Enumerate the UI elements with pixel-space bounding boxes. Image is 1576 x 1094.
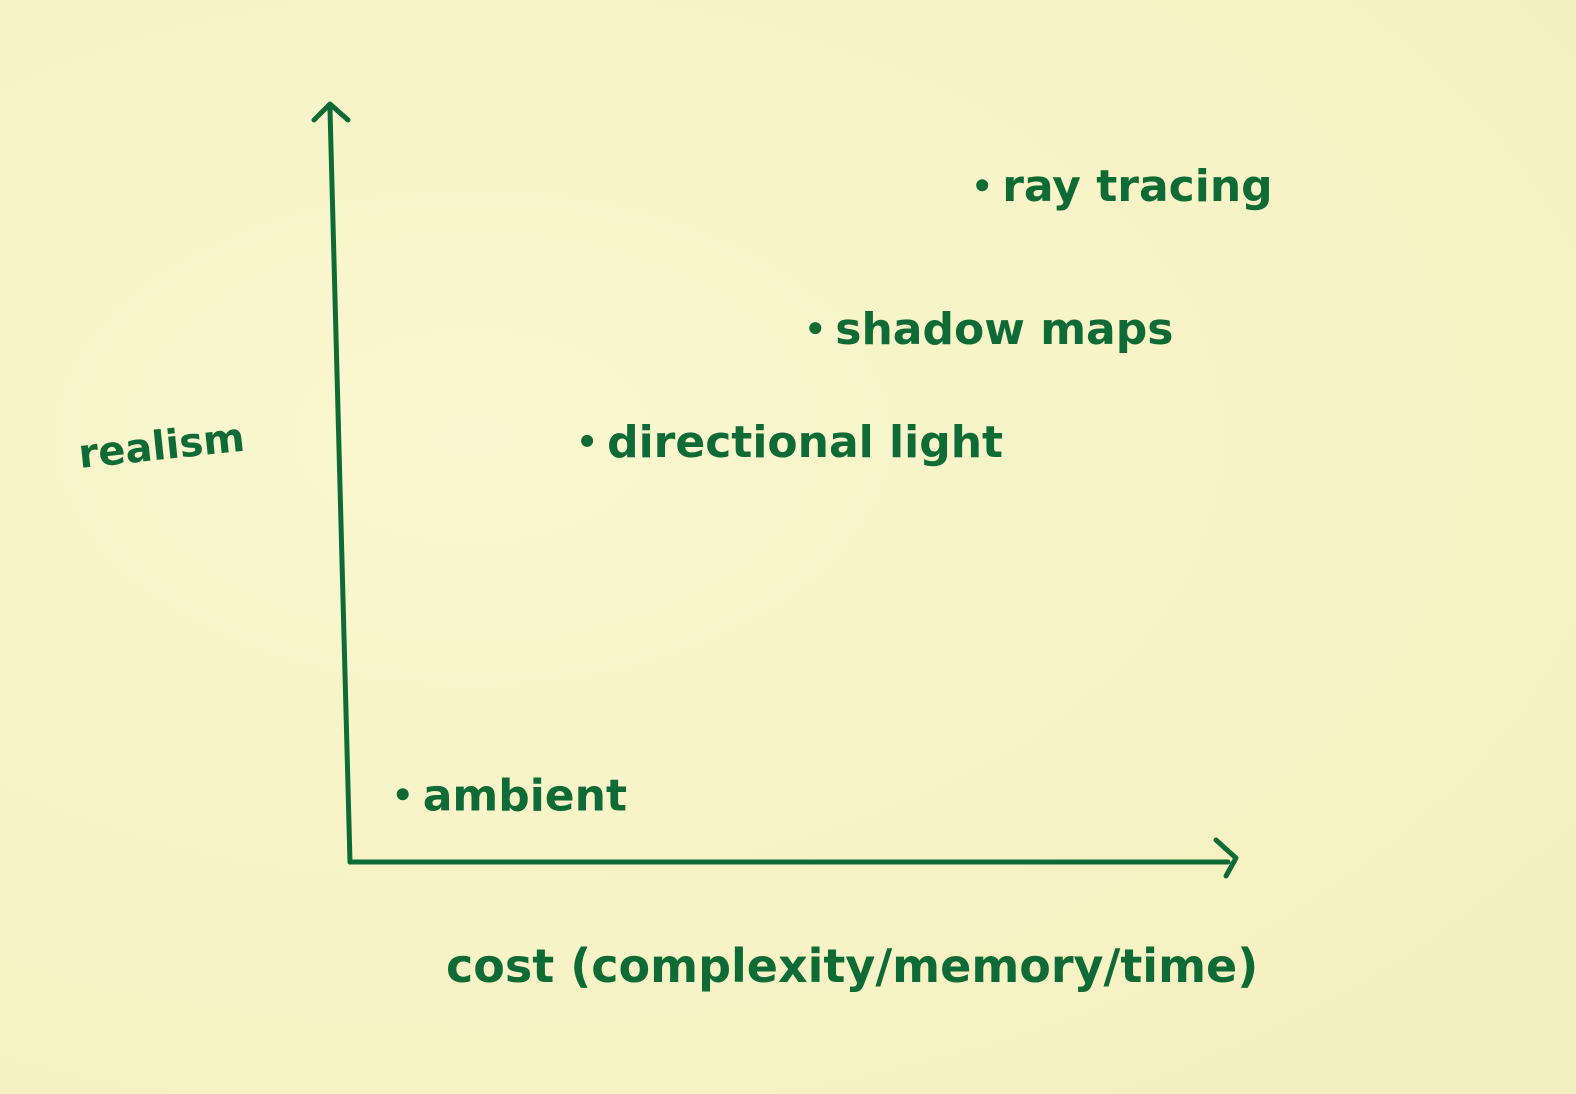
y-axis-arrowhead: [311, 101, 351, 123]
point-label-1: directional light: [607, 417, 1003, 468]
point-dot-1: [581, 434, 594, 447]
point-label-0: ambient: [423, 770, 627, 821]
x-axis-label: cost (complexity/memory/time): [446, 939, 1258, 993]
data-points: ambient directional light shadow maps ray t…: [396, 161, 1273, 821]
point-dot-0: [396, 788, 409, 801]
point-label-2: shadow maps: [835, 304, 1173, 355]
y-axis-label: realism: [76, 415, 247, 478]
point-dot-3: [976, 179, 989, 192]
point-dot-2: [809, 322, 822, 335]
y-axis-line: [327, 107, 353, 865]
x-axis-arrowhead: [1213, 837, 1239, 879]
point-label-3: ray tracing: [1002, 161, 1272, 212]
axes: [311, 101, 1239, 879]
